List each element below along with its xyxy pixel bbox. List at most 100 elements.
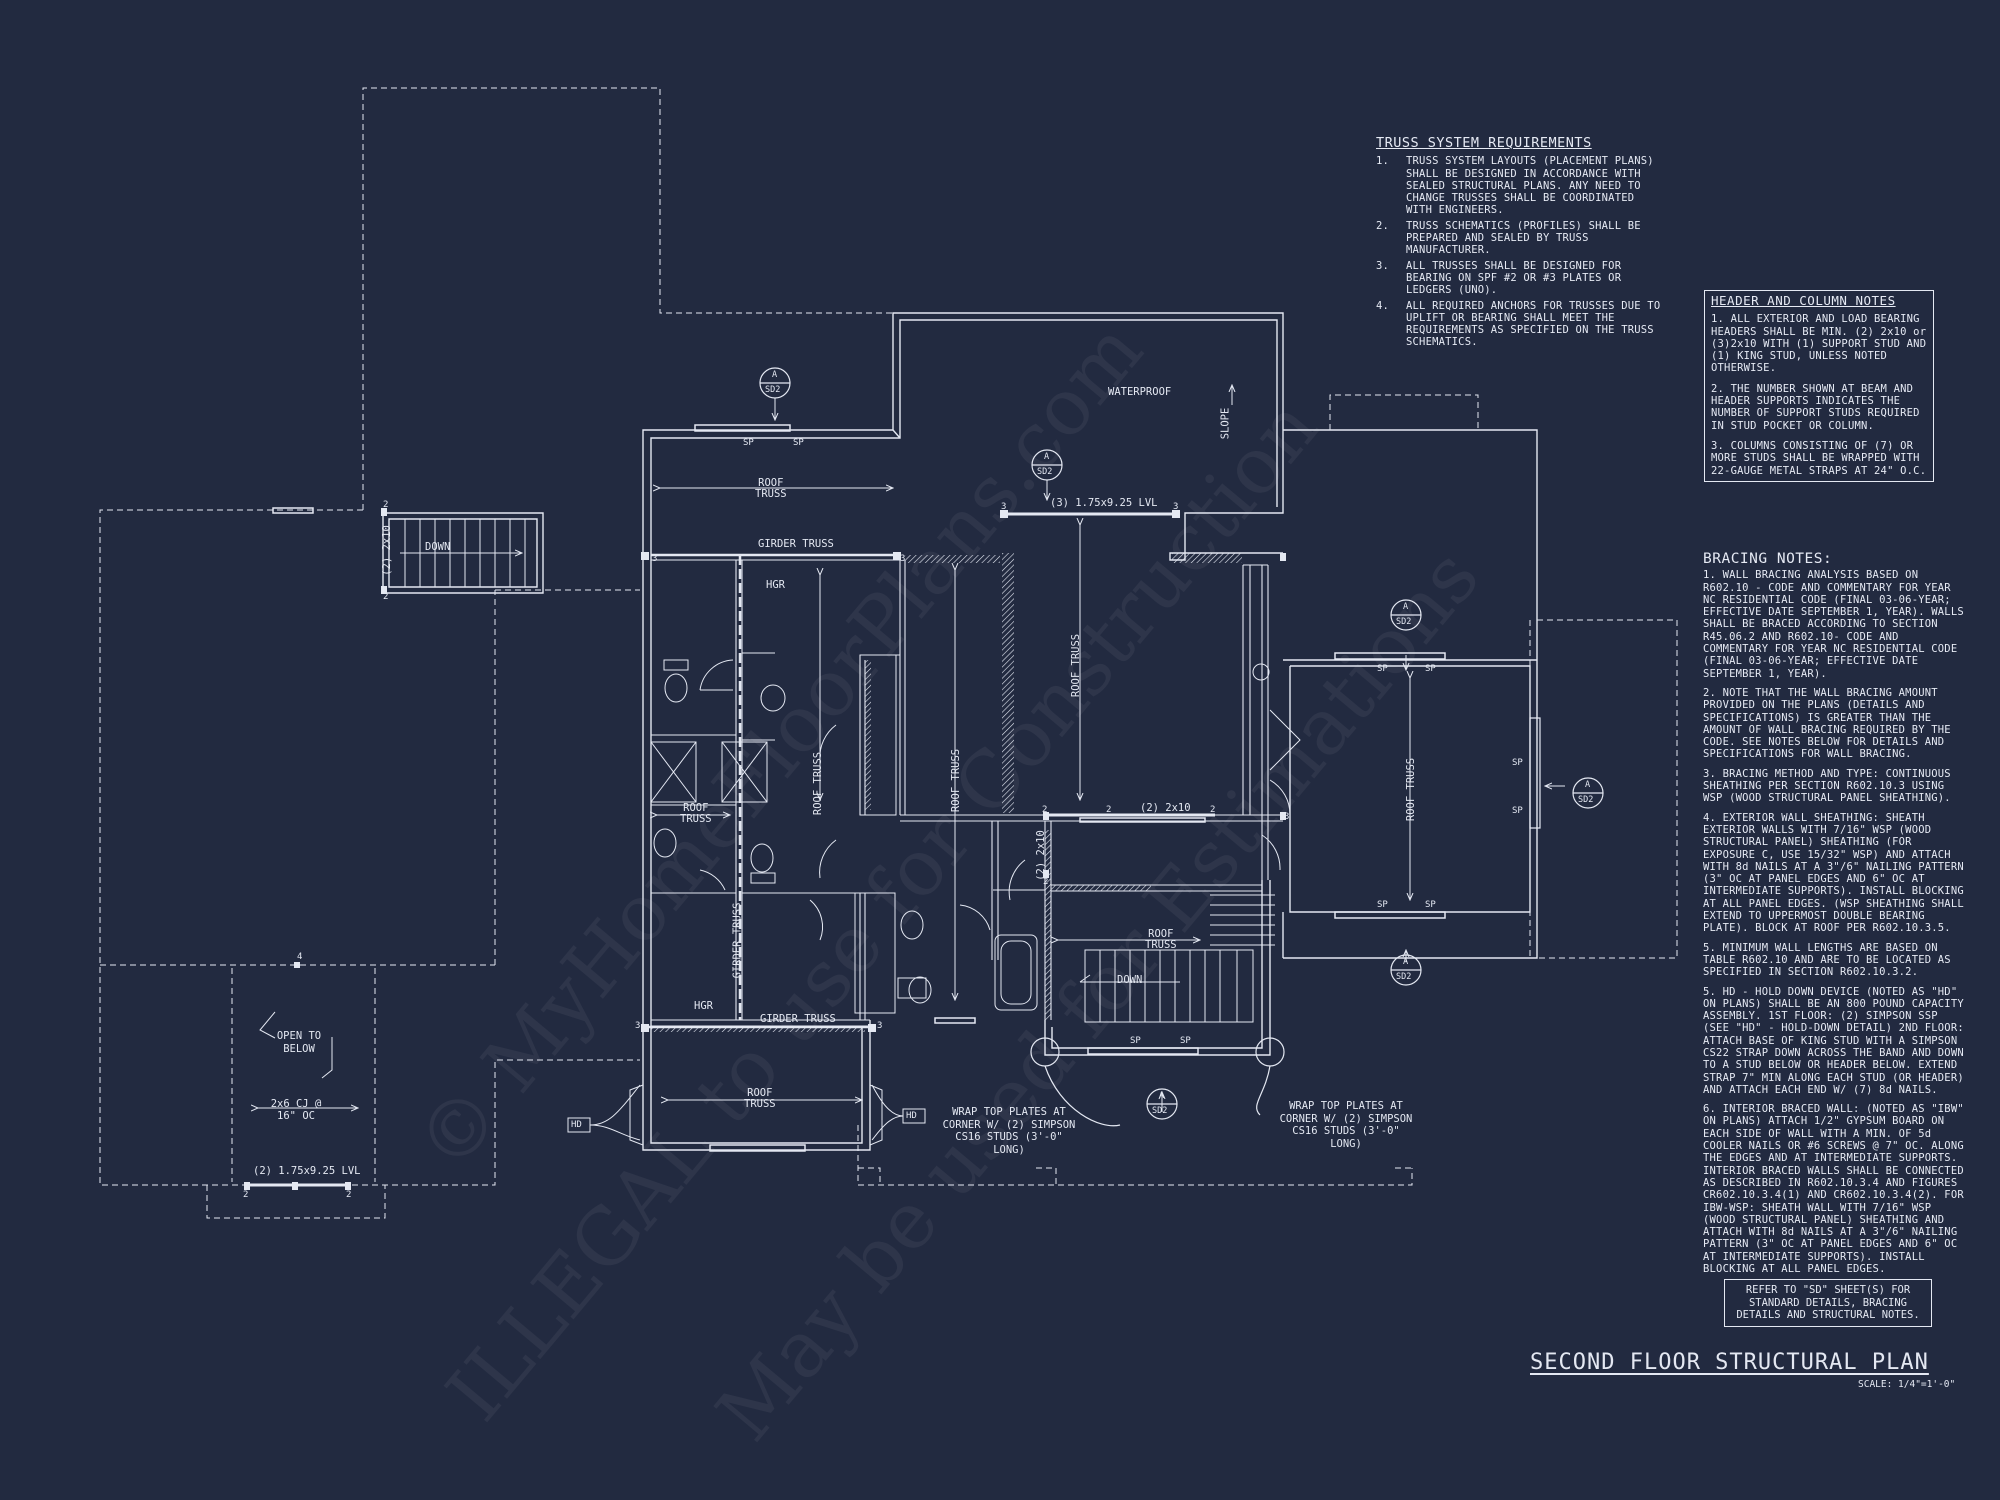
label-slope: SLOPE bbox=[1219, 407, 1232, 440]
stairs bbox=[389, 519, 1275, 1022]
label-roof-3: ROOF bbox=[1148, 928, 1174, 940]
label-sd2-2: SD2 bbox=[1037, 467, 1053, 477]
label-section-a-2: A bbox=[1044, 452, 1050, 462]
door-swings bbox=[700, 660, 1300, 940]
header-note-paragraph: 2. THE NUMBER SHOWN AT BEAM AND HEADER S… bbox=[1711, 382, 1920, 432]
label-n2-8: 2 bbox=[1043, 877, 1049, 887]
label-n3-3: 3 bbox=[1001, 502, 1007, 512]
label-header-2x10-stair: (2) 2x10 bbox=[380, 525, 393, 576]
girder-truss-lines bbox=[643, 555, 900, 1027]
label-n2-6: 2 bbox=[243, 1190, 249, 1200]
label-n3-6: 3 bbox=[635, 1021, 641, 1031]
label-sp-2: SP bbox=[793, 438, 804, 448]
label-cj: 2x6 CJ @ 16" OC bbox=[270, 1098, 322, 1122]
label-sd2-4: SD2 bbox=[1578, 795, 1594, 805]
bracing-note-paragraph: 2. NOTE THAT THE WALL BRACING AMOUNT PRO… bbox=[1703, 686, 1951, 761]
label-hd-left: HD bbox=[571, 1120, 582, 1130]
refer-sd-sheets-box: REFER TO "SD" SHEET(S) FOR STANDARD DETA… bbox=[1724, 1279, 1932, 1327]
label-hgr-top: HGR bbox=[766, 579, 785, 591]
bracing-notes-title: BRACING NOTES: bbox=[1703, 551, 1833, 567]
label-hd-right: HD bbox=[906, 1111, 917, 1121]
label-sp-5: SP bbox=[1377, 900, 1388, 910]
label-sp-4: SP bbox=[1425, 664, 1436, 674]
label-down-top: DOWN bbox=[425, 541, 451, 553]
header-note-paragraph: 3. COLUMNS CONSISTING OF (7) OR MORE STU… bbox=[1711, 439, 1927, 477]
truss-note-text: TRUSS SCHEMATICS (PROFILES) SHALL BE PRE… bbox=[1406, 219, 1641, 257]
header-notes-title: HEADER AND COLUMN NOTES bbox=[1711, 293, 1896, 308]
label-sd2-6: SD2 bbox=[1152, 1106, 1168, 1116]
label-roof-truss-right: ROOF TRUSS bbox=[1405, 757, 1418, 822]
label-sp-9: SP bbox=[1130, 1036, 1141, 1046]
label-truss-2: TRUSS bbox=[680, 813, 712, 825]
label-n2-4: 2 bbox=[383, 500, 389, 510]
bracing-note-paragraph: 1. WALL BRACING ANALYSIS BASED ON R602.1… bbox=[1703, 569, 1964, 680]
label-lvl-top: (3) 1.75x9.25 LVL bbox=[1050, 497, 1158, 509]
label-roof-truss-bottom: ROOF TRUSS bbox=[744, 1088, 776, 1110]
label-truss-4: TRUSS bbox=[744, 1098, 776, 1110]
truss-notes-list: 1.TRUSS SYSTEM LAYOUTS (PLACEMENT PLANS)… bbox=[1376, 155, 1666, 348]
section-markers bbox=[760, 368, 1603, 1119]
truss-note-num: 4. bbox=[1376, 299, 1390, 312]
bracing-note-paragraph: 5. HD - HOLD DOWN DEVICE (NOTED AS "HD" … bbox=[1703, 985, 1964, 1096]
corner-columns bbox=[1031, 1038, 1284, 1126]
label-sd2-5: SD2 bbox=[1396, 972, 1412, 982]
bracing-note-paragraph: 5. MINIMUM WALL LENGTHS ARE BASED ON TAB… bbox=[1703, 941, 1951, 979]
label-n2-7: 2 bbox=[346, 1190, 352, 1200]
truss-note-item: 1.TRUSS SYSTEM LAYOUTS (PLACEMENT PLANS)… bbox=[1376, 155, 1666, 216]
label-waterproof: WATERPROOF bbox=[1108, 386, 1172, 398]
truss-note-text: ALL REQUIRED ANCHORS FOR TRUSSES DUE TO … bbox=[1406, 299, 1661, 349]
truss-note-num: 1. bbox=[1376, 155, 1390, 168]
label-section-a-4: A bbox=[1585, 780, 1591, 790]
header-note-paragraph: 1. ALL EXTERIOR AND LOAD BEARING HEADERS… bbox=[1711, 313, 1927, 375]
label-section-a-5: A bbox=[1403, 957, 1409, 967]
label-truss: TRUSS bbox=[755, 488, 787, 500]
label-sd2-1: SD2 bbox=[765, 385, 781, 395]
truss-note-item: 3. ALL TRUSSES SHALL BE DESIGNED FOR BEAR… bbox=[1376, 260, 1666, 297]
label-girder-truss-top: GIRDER TRUSS bbox=[758, 538, 834, 550]
label-n2-5: 2 bbox=[383, 592, 389, 602]
label-roof-truss-mid: ROOF TRUSS bbox=[950, 748, 963, 813]
label-lvl-bottom: (2) 1.75x9.25 LVL bbox=[253, 1165, 361, 1177]
label-down-stair: DOWN bbox=[1117, 974, 1143, 986]
label-truss-3: TRUSS bbox=[1145, 939, 1177, 951]
interior-walls bbox=[651, 555, 1283, 1026]
label-n4: 4 bbox=[297, 952, 303, 962]
label-roof-truss-center: ROOF TRUSS bbox=[1070, 633, 1083, 698]
label-n3-5: 3 bbox=[1284, 812, 1290, 822]
truss-note-num: 3. bbox=[1376, 259, 1390, 272]
label-sp-8: SP bbox=[1512, 806, 1523, 816]
label-header-2x10: (2) 2x10 bbox=[1140, 802, 1191, 814]
label-n3-7: 3 bbox=[877, 1021, 883, 1031]
window-headers bbox=[273, 425, 1445, 1151]
lvl-beams bbox=[245, 514, 1215, 1185]
truss-system-notes: TRUSS SYSTEM REQUIREMENTS 1.TRUSS SYSTEM… bbox=[1376, 135, 1666, 352]
truss-notes-title: TRUSS SYSTEM REQUIREMENTS bbox=[1376, 135, 1592, 151]
bath-fixtures bbox=[651, 655, 1269, 1013]
hatched-headers bbox=[651, 553, 1242, 1032]
label-sp-1: SP bbox=[743, 438, 754, 448]
bay-window bbox=[1530, 718, 1540, 828]
label-roof-truss-bath: ROOF TRUSS bbox=[680, 803, 712, 825]
truss-note-text: ALL TRUSSES SHALL BE DESIGNED FOR BEARIN… bbox=[1406, 259, 1622, 297]
bracing-note-paragraph: 3. BRACING METHOD AND TYPE: CONTINUOUS S… bbox=[1703, 767, 1951, 805]
label-n2-1: 2 bbox=[1042, 805, 1048, 815]
label-roof-2: ROOF bbox=[683, 802, 709, 814]
label-roof-truss-narrow: ROOF TRUSS bbox=[812, 751, 825, 816]
label-sp-10: SP bbox=[1180, 1036, 1191, 1046]
hd-leaders bbox=[568, 1085, 925, 1145]
label-header-2x10-v: (2) 2x10 bbox=[1034, 830, 1047, 881]
label-sp-6: SP bbox=[1425, 900, 1436, 910]
truss-note-item: 4. ALL REQUIRED ANCHORS FOR TRUSSES DUE T… bbox=[1376, 300, 1666, 349]
bracing-note-paragraph: 6. INTERIOR BRACED WALL: (NOTED AS "IBW"… bbox=[1703, 1103, 1964, 1276]
label-hgr-bottom: HGR bbox=[694, 1000, 713, 1012]
label-wrap-right: WRAP TOP PLATES AT CORNER W/ (2) SIMPSON… bbox=[1279, 1100, 1413, 1150]
label-open-to-below: OPEN TO BELOW bbox=[276, 1030, 322, 1055]
label-roof-4: ROOF bbox=[747, 1087, 773, 1099]
label-section-a-1: A bbox=[772, 370, 778, 380]
truss-note-num: 2. bbox=[1376, 219, 1390, 232]
stud-marks bbox=[244, 508, 1286, 1190]
label-section-a-3: A bbox=[1403, 602, 1409, 612]
bracing-note-paragraph: 4. EXTERIOR WALL SHEATHING: SHEATH EXTER… bbox=[1703, 811, 1964, 935]
truss-arrows bbox=[258, 385, 1565, 1112]
